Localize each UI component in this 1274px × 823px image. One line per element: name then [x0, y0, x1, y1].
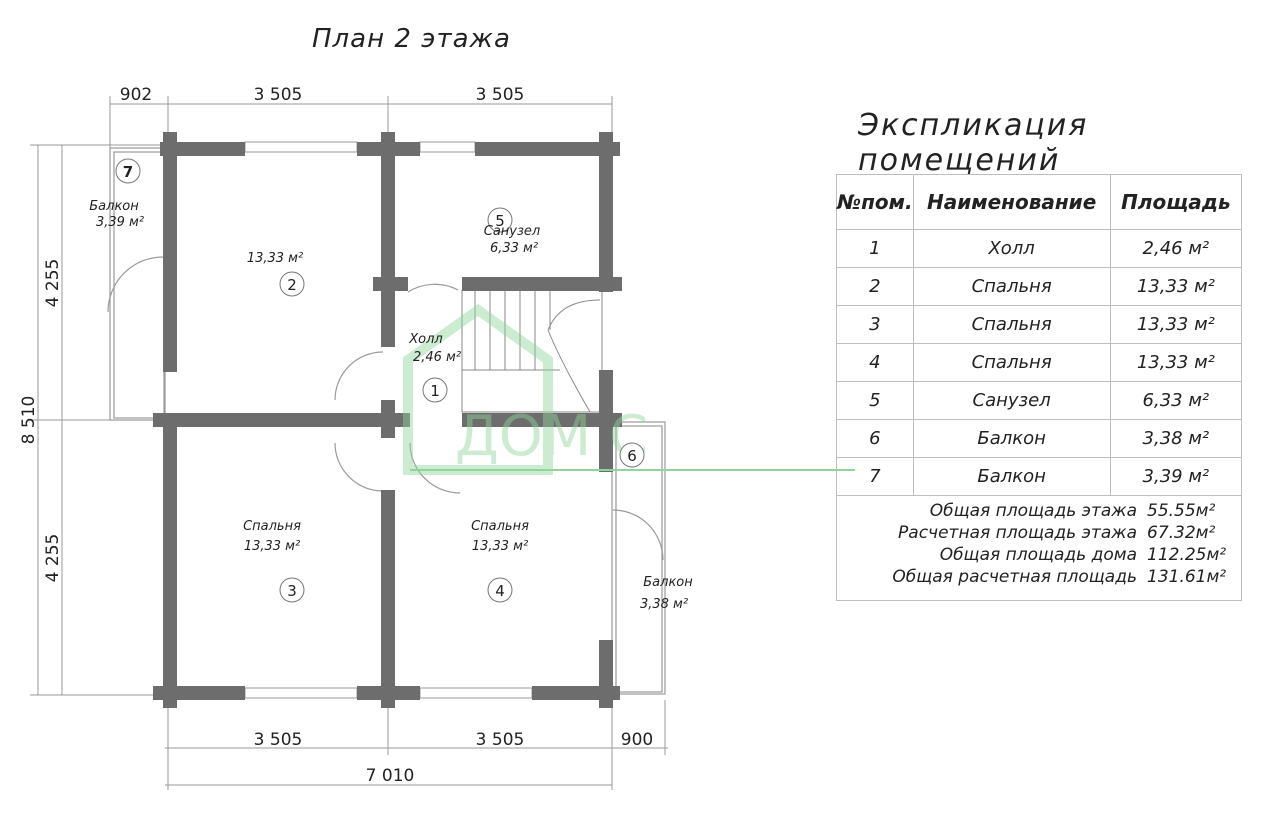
room-name-5: Санузел	[484, 224, 540, 239]
totals-block: Общая площадь этажа 55.55м² Расчетная пл…	[836, 496, 1242, 601]
room-name-7: Балкон	[89, 199, 139, 214]
room-num-6: 6	[627, 447, 637, 465]
dim-left-2: 4 255	[43, 534, 63, 583]
plan-title: План 2 этажа	[312, 24, 511, 54]
dim-bottom-3: 900	[621, 730, 653, 750]
room-area-5: 6,33 м²	[490, 241, 538, 256]
total-row: Расчетная площадь этажа 67.32м²	[837, 522, 1241, 544]
total-label: Общая площадь дома	[939, 545, 1137, 565]
table-row: 6 Балкон 3,38 м²	[836, 419, 1243, 458]
watermark-logo: ДОМ С	[403, 303, 648, 475]
room-area-3: 13,33 м²	[244, 539, 300, 554]
room-area-4: 13,33 м²	[472, 539, 528, 554]
row-name: Санузел	[912, 381, 1111, 420]
row-num: 1	[836, 229, 914, 268]
row-name: Холл	[912, 229, 1111, 268]
dim-bottom-2: 3 505	[476, 730, 525, 750]
total-label: Расчетная площадь этажа	[898, 523, 1137, 543]
dim-bottom-1: 3 505	[254, 730, 303, 750]
watermark-text: ДОМ С	[455, 404, 648, 469]
table-row: 4 Спальня 13,33 м²	[836, 343, 1243, 382]
row-num: 2	[836, 267, 914, 306]
total-row: Общая расчетная площадь 131.61м²	[837, 566, 1241, 588]
walls	[153, 132, 622, 708]
row-area: 13,33 м²	[1109, 343, 1243, 382]
row-area: 3,38 м²	[1109, 419, 1243, 458]
row-name: Балкон	[912, 457, 1111, 496]
table-row: 5 Санузел 6,33 м²	[836, 381, 1243, 420]
legend-title: Экспликация помещений	[858, 108, 1089, 178]
room-name-3: Спальня	[243, 519, 301, 534]
plan-text: 902 3 505 3 505 3 505 3 505 900 7 010 4 …	[19, 85, 693, 786]
table-header-row: №пом. Наименование Площадь	[836, 174, 1243, 230]
explication-table: №пом. Наименование Площадь 1 Холл 2,46 м…	[836, 174, 1243, 601]
total-label: Общая площадь этажа	[929, 501, 1137, 521]
room-name-6: Балкон	[643, 575, 693, 590]
room-num-2: 2	[287, 276, 297, 294]
dim-left-total: 8 510	[19, 396, 39, 445]
dim-bottom-total: 7 010	[366, 766, 415, 786]
table-row: 2 Спальня 13,33 м²	[836, 267, 1243, 306]
row-area: 2,46 м²	[1109, 229, 1243, 268]
row-name: Спальня	[912, 343, 1111, 382]
total-row: Общая площадь этажа 55.55м²	[837, 500, 1241, 522]
row-num: 4	[836, 343, 914, 382]
total-value: 55.55м²	[1147, 501, 1216, 521]
row-area: 13,33 м²	[1109, 267, 1243, 306]
dim-top-1: 902	[120, 85, 152, 105]
room-num-4: 4	[495, 582, 505, 600]
dim-top-3: 3 505	[476, 85, 525, 105]
room-name-4: Спальня	[471, 519, 529, 534]
room-num-5: 5	[495, 212, 505, 230]
row-area: 3,39 м²	[1109, 457, 1243, 496]
row-num: 5	[836, 381, 914, 420]
room-markers	[115, 158, 645, 603]
room-area-7: 3,39 м²	[96, 215, 144, 230]
room-area-1: 2,46 м²	[413, 350, 461, 365]
row-area: 13,33 м²	[1109, 305, 1243, 344]
row-num: 3	[836, 305, 914, 344]
table-row: 1 Холл 2,46 м²	[836, 229, 1243, 268]
table-row: 7 Балкон 3,39 м²	[836, 457, 1243, 496]
room-num-3: 3	[287, 582, 297, 600]
room-name-1: Холл	[408, 332, 442, 347]
row-num: 6	[836, 419, 914, 458]
room-num-7: 7	[123, 163, 133, 181]
header-num: №пом.	[836, 174, 914, 230]
total-value: 112.25м²	[1147, 545, 1227, 565]
row-name: Спальня	[912, 267, 1111, 306]
row-num: 7	[836, 457, 914, 496]
dim-top-2: 3 505	[254, 85, 303, 105]
dim-left-1: 4 255	[43, 259, 63, 308]
room-area-2: 13,33 м²	[247, 251, 303, 266]
total-row: Общая площадь дома 112.25м²	[837, 544, 1241, 566]
total-value: 131.61м²	[1147, 567, 1227, 587]
table-row: 3 Спальня 13,33 м²	[836, 305, 1243, 344]
header-area: Площадь	[1109, 174, 1243, 230]
row-name: Балкон	[912, 419, 1111, 458]
row-name: Спальня	[912, 305, 1111, 344]
room-area-6: 3,38 м²	[640, 597, 688, 612]
room-num-1: 1	[430, 382, 440, 400]
row-area: 6,33 м²	[1109, 381, 1243, 420]
header-name: Наименование	[912, 174, 1111, 230]
total-value: 67.32м²	[1147, 523, 1216, 543]
total-label: Общая расчетная площадь	[892, 567, 1137, 587]
